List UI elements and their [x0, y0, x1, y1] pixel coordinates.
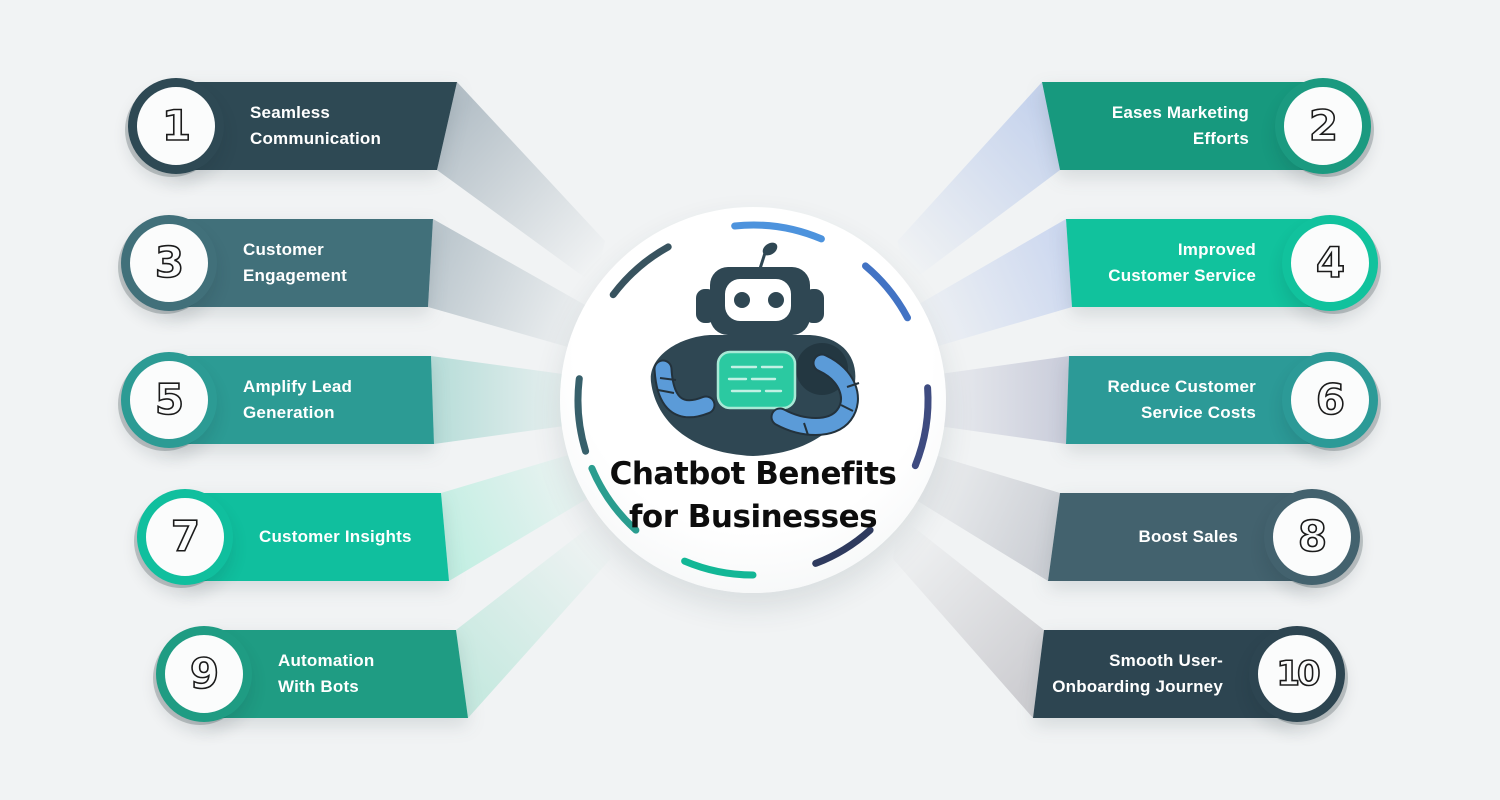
benefit-number-9: 9	[156, 626, 252, 722]
beam-4	[909, 219, 1072, 354]
benefit-number-4: 4	[1282, 215, 1378, 311]
beam-6	[909, 356, 1069, 444]
hub-title: Chatbot Benefits for Businesses	[560, 453, 946, 539]
banner-ribbon: Smooth User-Onboarding Journey	[1033, 630, 1297, 718]
benefit-number-10: 10	[1249, 626, 1345, 722]
benefit-number-7: 7	[137, 489, 233, 585]
beam-9	[456, 515, 611, 718]
robot-screen-lines	[727, 365, 784, 393]
benefit-number-8: 8	[1264, 489, 1360, 585]
beam-7	[441, 446, 601, 581]
ring-dash-5	[681, 557, 757, 579]
benefit-number-3: 3	[121, 215, 217, 311]
hub-graphic	[574, 221, 932, 579]
beam-5	[431, 356, 594, 444]
robot-arm-joints	[657, 377, 860, 436]
ring-dash-0	[609, 243, 672, 299]
benefit-number-5: 5	[121, 352, 217, 448]
benefit-label-10: Smooth User-Onboarding Journey	[1052, 651, 1223, 696]
hub-title-line1: Chatbot Benefits	[609, 456, 897, 492]
ring-dash-3	[911, 384, 932, 470]
robot-arm-right	[772, 355, 857, 434]
ring-dash-4	[812, 526, 874, 567]
benefit-banner-10: Smooth User-Onboarding Journey	[1033, 630, 1297, 718]
robot-antenna-tip	[762, 242, 778, 256]
benefit-number-6: 6	[1282, 352, 1378, 448]
robot-eye-right	[768, 292, 784, 308]
hub-title-line2: for Businesses	[628, 499, 878, 535]
dashed-ring	[574, 221, 932, 579]
robot-face	[725, 279, 791, 321]
beam-8	[900, 446, 1060, 581]
robot-eye-left	[734, 292, 750, 308]
benefit-number-2: 2	[1275, 78, 1371, 174]
ring-dash-6	[588, 464, 640, 534]
beam-3	[428, 219, 593, 354]
beam-1	[437, 82, 605, 285]
ring-dash-1	[731, 221, 825, 243]
benefit-label-7: Customer Insights	[259, 527, 412, 546]
benefit-label-8: Boost Sales	[1138, 527, 1238, 546]
beam-10	[893, 515, 1044, 718]
center-hub: Chatbot Benefits for Businesses	[560, 207, 946, 593]
beam-2	[897, 82, 1060, 285]
ring-dash-2	[862, 262, 911, 322]
ring-dash-7	[574, 375, 590, 455]
robot-illustration	[650, 242, 860, 456]
benefit-number-1: 1	[128, 78, 224, 174]
